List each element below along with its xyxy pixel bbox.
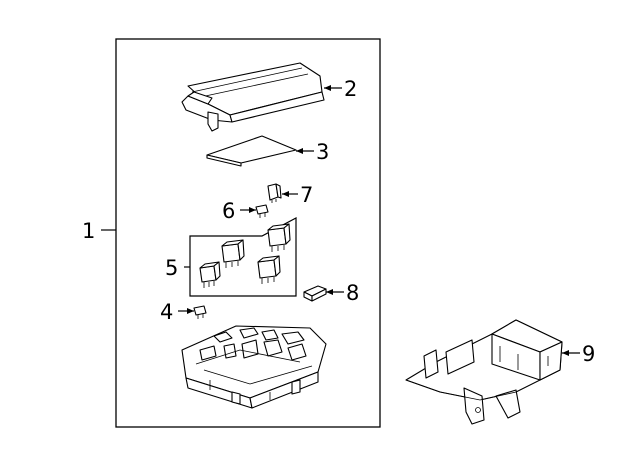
- callout-2-arrowhead: [324, 85, 331, 91]
- callout-8-arrowhead: [326, 289, 333, 295]
- callout-4-arrowhead: [187, 308, 194, 314]
- callout-3-arrowhead: [296, 148, 303, 154]
- callout-6-arrowhead: [249, 207, 256, 213]
- relay-icon[interactable]: [221, 239, 245, 268]
- callout-9[interactable]: 9: [582, 342, 595, 366]
- callout-4[interactable]: 4: [160, 300, 173, 324]
- callout-7[interactable]: 7: [300, 183, 313, 207]
- callout-5[interactable]: 5: [165, 256, 178, 280]
- callout-9-arrowhead: [562, 350, 569, 356]
- mini-relay-icon[interactable]: [267, 183, 282, 203]
- relay-icon[interactable]: [257, 255, 281, 284]
- callout-2[interactable]: 2: [344, 77, 357, 101]
- callout-7-arrowhead: [282, 191, 289, 197]
- relay-group-outline: [189, 217, 297, 297]
- small-fuse-icon[interactable]: [255, 204, 269, 218]
- assembly-frame: [115, 38, 381, 428]
- relay-icon[interactable]: [267, 223, 291, 252]
- callout-8[interactable]: 8: [346, 281, 359, 305]
- label-card-icon[interactable]: [206, 135, 297, 167]
- small-fuse-icon[interactable]: [193, 305, 207, 319]
- fuse-puller-icon[interactable]: [303, 285, 327, 302]
- callout-6[interactable]: 6: [222, 199, 235, 223]
- fuse-block-base-icon[interactable]: [181, 325, 327, 409]
- callout-1[interactable]: 1: [82, 219, 95, 243]
- fuse-box-cover-icon[interactable]: [181, 62, 325, 132]
- relay-icon[interactable]: [199, 261, 221, 288]
- callout-3[interactable]: 3: [316, 140, 329, 164]
- mounting-bracket-icon[interactable]: [405, 319, 563, 425]
